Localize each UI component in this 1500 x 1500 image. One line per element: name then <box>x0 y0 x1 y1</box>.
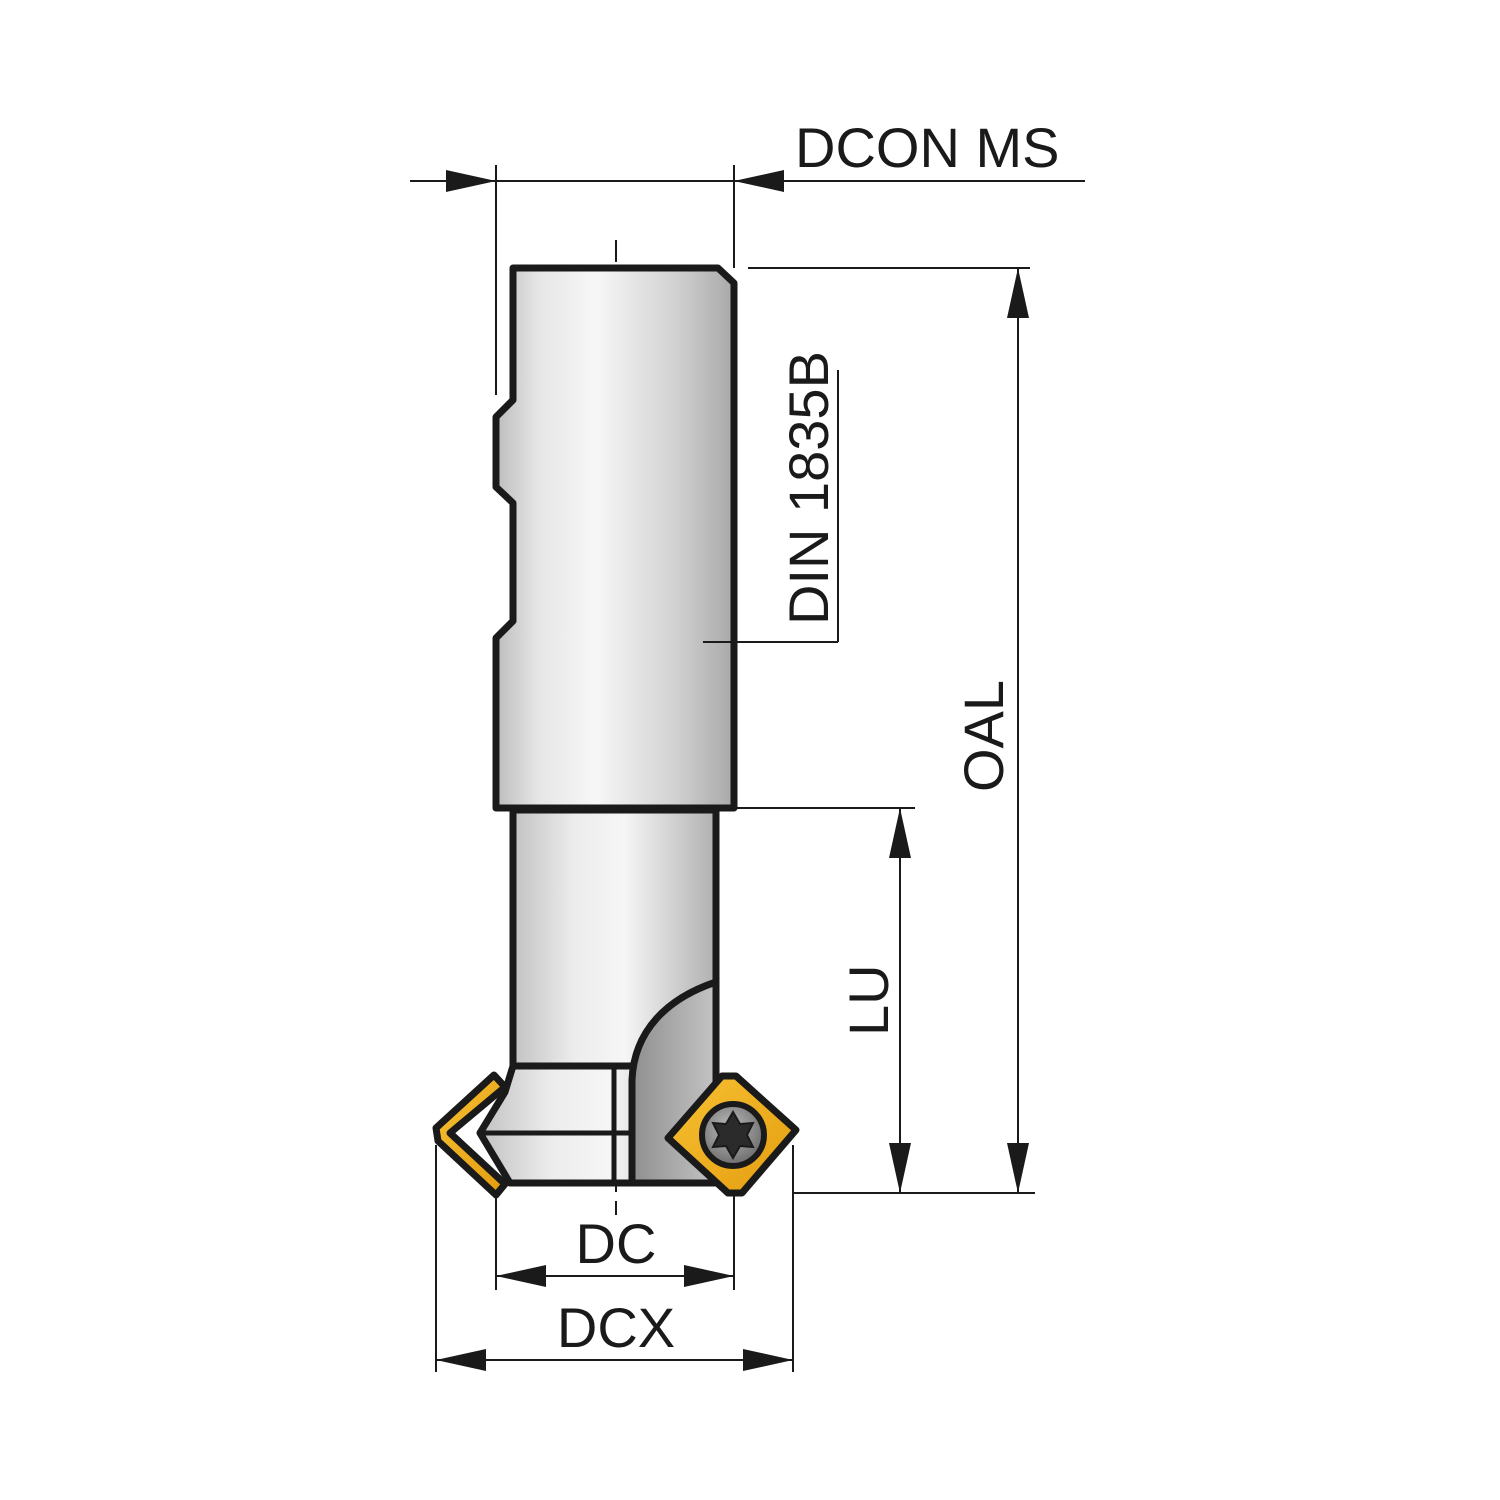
oal-dimension: OAL <box>748 267 1035 1194</box>
left-insert <box>432 1071 509 1199</box>
right-insert <box>664 1072 800 1197</box>
torx-socket-icon <box>711 1110 755 1160</box>
dc-label: DC <box>576 1212 657 1275</box>
shank <box>492 264 738 812</box>
lu-label: LU <box>837 964 900 1036</box>
dcon-ms-label: DCON MS <box>795 116 1059 179</box>
din-label: DIN 1835B <box>777 351 840 625</box>
oal-label: OAL <box>952 680 1015 792</box>
dcx-label: DCX <box>557 1296 675 1359</box>
dcon-dimension: DCON MS <box>410 116 1085 395</box>
din-leader: DIN 1835B <box>703 351 840 643</box>
dcx-dimension: DCX <box>435 1145 794 1372</box>
lu-dimension: LU <box>736 807 915 1193</box>
dc-dimension: DC <box>495 1195 735 1290</box>
